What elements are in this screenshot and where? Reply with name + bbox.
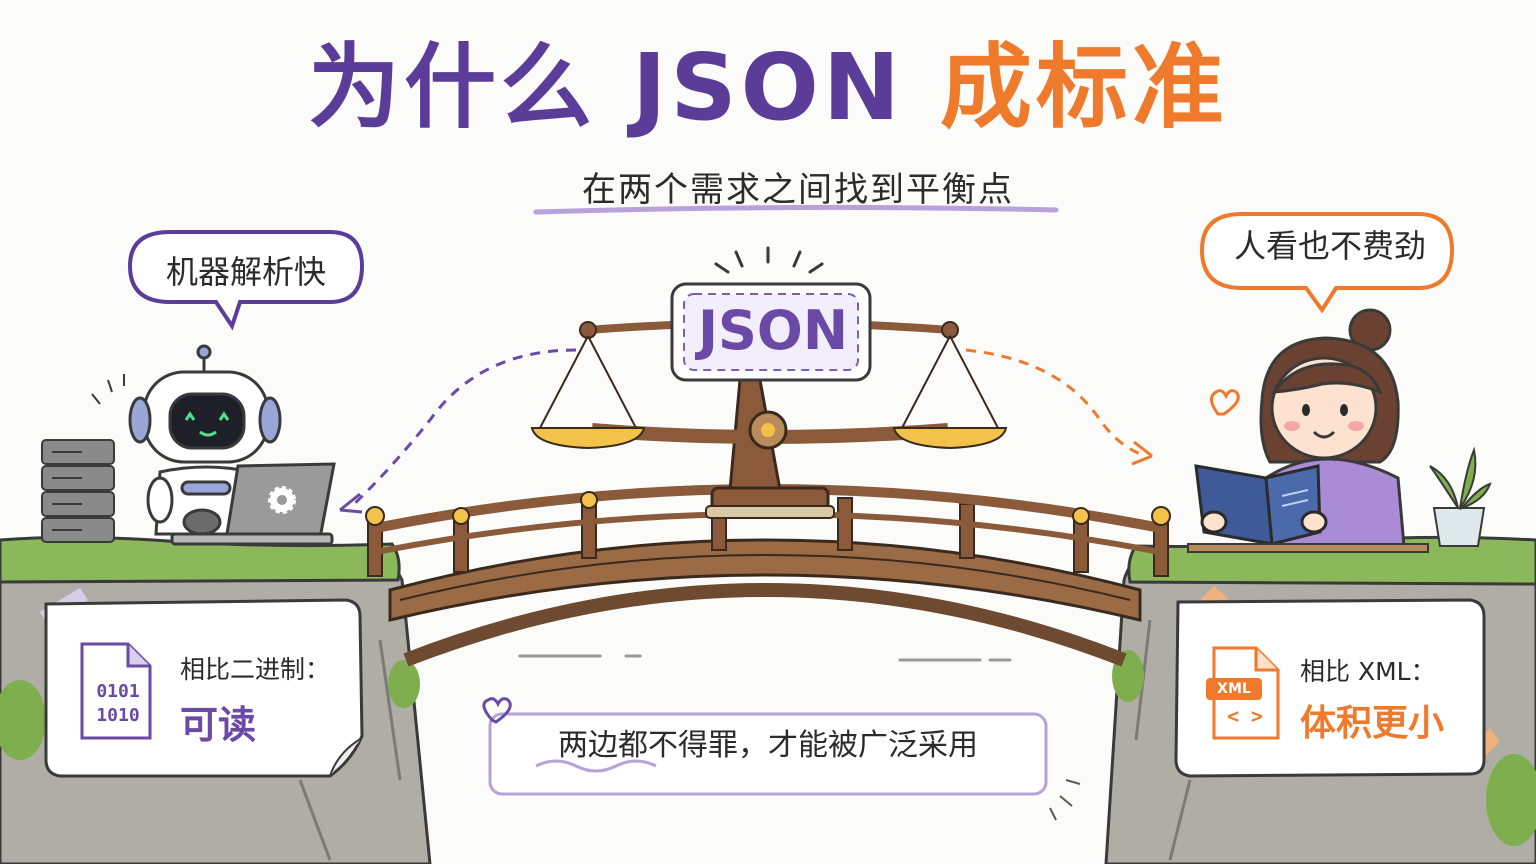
- bottom-note-box: [482, 697, 1081, 821]
- small-heart-icon: [482, 697, 512, 724]
- desk: [1187, 543, 1429, 553]
- xml-brackets-text: < >: [1226, 704, 1264, 728]
- server-rack-icon: [41, 439, 115, 543]
- right-card-value: 体积更小: [1300, 703, 1445, 744]
- subtitle-underline: [533, 204, 1059, 215]
- right-card-title: 相比 XML：: [1300, 657, 1436, 686]
- laptop-icon: [170, 462, 336, 546]
- left-card-value: 可读: [180, 703, 257, 747]
- water-lines: [518, 654, 1012, 662]
- arrow-right: [965, 348, 1147, 458]
- scale-icon: [530, 246, 1008, 519]
- title-part-orange: 成标准: [939, 34, 1228, 141]
- binary-file-text: 0101 1010: [88, 680, 148, 728]
- page-title: 为什么 JSON 成标准: [0, 28, 1536, 148]
- xml-file-icon: [1206, 646, 1280, 740]
- arrow-left: [350, 348, 577, 508]
- binary-line-1: 0101: [96, 681, 140, 702]
- xml-badge-text: XML: [1217, 681, 1251, 697]
- heart-icon: [1210, 389, 1240, 416]
- girl-bubble-text: 人看也不费劲: [1233, 227, 1426, 265]
- bridge-icon: [365, 484, 1171, 667]
- arrow-right-head: [1131, 440, 1153, 466]
- robot-icon: [128, 344, 282, 536]
- left-card-title: 相比二进制：: [180, 655, 331, 684]
- binary-file-icon: [80, 642, 152, 740]
- plant-icon: [1429, 446, 1492, 547]
- binary-line-2: 1010: [96, 705, 140, 726]
- book-icon: [1194, 464, 1328, 546]
- title-part-purple: 为什么 JSON: [308, 34, 940, 141]
- robot-bubble: [127, 230, 365, 331]
- bottom-note: 两边都不得罪，才能被广泛采用: [558, 728, 978, 763]
- subtitle: 在两个需求之间找到平衡点: [582, 170, 1014, 210]
- girl-bubble: [1199, 212, 1455, 314]
- robot-bubble-text: 机器解析快: [165, 253, 326, 291]
- arrow-left-head: [339, 492, 363, 514]
- gear-icon: [268, 486, 296, 514]
- scale-label: JSON: [697, 299, 849, 362]
